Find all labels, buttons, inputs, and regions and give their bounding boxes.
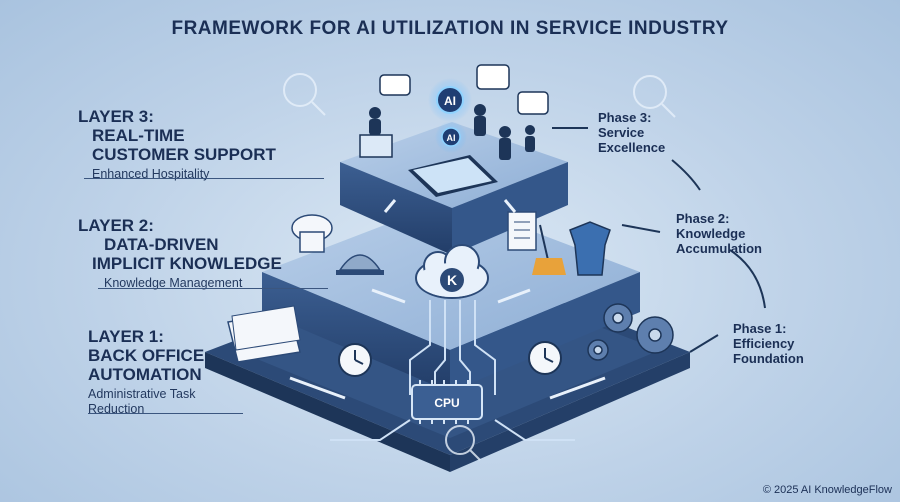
phase-arrows <box>552 127 766 353</box>
decorative-outline-icons <box>283 73 676 461</box>
copyright-text: © 2025 AI KnowledgeFlow <box>762 484 892 496</box>
layer-3-block: LAYER 3: REAL-TIME CUSTOMER SUPPORT Enha… <box>78 107 318 182</box>
ai-badge-top-icon: AI <box>428 78 472 122</box>
ai-top-label: AI <box>444 94 456 108</box>
layer-2-title-line-1: DATA-DRIVEN <box>104 235 219 254</box>
gear-icons <box>587 303 674 361</box>
layer-3-title-line-1: REAL-TIME <box>92 126 185 145</box>
service-bell-icon <box>336 254 384 275</box>
phase-1-line-2: Efficiency <box>733 336 795 351</box>
layer-2-title-line-2: IMPLICIT KNOWLEDGE <box>92 254 282 273</box>
checklist-icon <box>507 211 537 251</box>
phase-1-block: Phase 1: Efficiency Foundation <box>733 321 804 366</box>
phase-2-block: Phase 2: Knowledge Accumulation <box>676 211 762 256</box>
chef-hat-icon <box>291 214 333 253</box>
uniform-shirt-icon <box>569 221 611 276</box>
phase-2-line-3: Accumulation <box>676 241 762 256</box>
phase-2-line-2: Knowledge <box>676 226 746 241</box>
cpu-label: CPU <box>434 396 459 410</box>
stopwatch-right-icon <box>528 341 562 375</box>
circuit-lines <box>330 300 575 441</box>
layer-1-title-line-1: BACK OFFICE <box>88 346 205 365</box>
layer-3-title-line-2: CUSTOMER SUPPORT <box>92 145 276 164</box>
cloud-k-label: K <box>447 272 457 288</box>
layer-1-title-line-2: AUTOMATION <box>88 365 202 384</box>
phase-3-label: Phase 3: <box>598 110 652 125</box>
layer-1-label: LAYER 1: <box>88 327 164 346</box>
layer-3-subtitle: Enhanced Hospitality <box>92 167 210 181</box>
ai-mid-label: AI <box>447 133 456 143</box>
stopwatch-left-icon <box>338 343 372 377</box>
layer-1-divider <box>88 413 243 414</box>
layer-2-divider <box>98 288 328 289</box>
phase-3-line-3: Excellence <box>598 140 666 155</box>
flow-arrows <box>289 199 606 400</box>
layer-1-block: LAYER 1: BACK OFFICE AUTOMATION Administ… <box>88 327 328 417</box>
knowledge-cloud-icon: K <box>415 244 489 299</box>
document-stack-icon <box>227 305 301 363</box>
layer-1-subtitle-line-2: Reduction <box>88 402 145 416</box>
layer-3-divider <box>84 178 324 179</box>
cpu-chip-icon: CPU <box>411 380 483 424</box>
broom-icon <box>532 224 566 275</box>
phase-1-label: Phase 1: <box>733 321 787 336</box>
phase-1-line-3: Foundation <box>733 351 804 366</box>
speech-bubble-icons <box>379 64 549 115</box>
phase-3-block: Phase 3: Service Excellence <box>598 110 665 155</box>
layer-2-label: LAYER 2: <box>78 216 154 235</box>
page-title: FRAMEWORK FOR AI UTILIZATION IN SERVICE … <box>171 18 729 39</box>
phase-2-label: Phase 2: <box>676 211 730 226</box>
tablet-icon <box>408 155 498 197</box>
layer-1-subtitle-line-1: Administrative Task <box>88 387 196 401</box>
layer-3-label: LAYER 3: <box>78 107 154 126</box>
ai-badge-mid-icon: AI <box>435 121 467 153</box>
layer-2-block: LAYER 2: DATA-DRIVEN IMPLICIT KNOWLEDGE … <box>78 216 318 291</box>
people-icon <box>359 104 535 160</box>
layer-2-subtitle: Knowledge Management <box>104 276 243 290</box>
phase-3-line-2: Service <box>598 125 645 140</box>
